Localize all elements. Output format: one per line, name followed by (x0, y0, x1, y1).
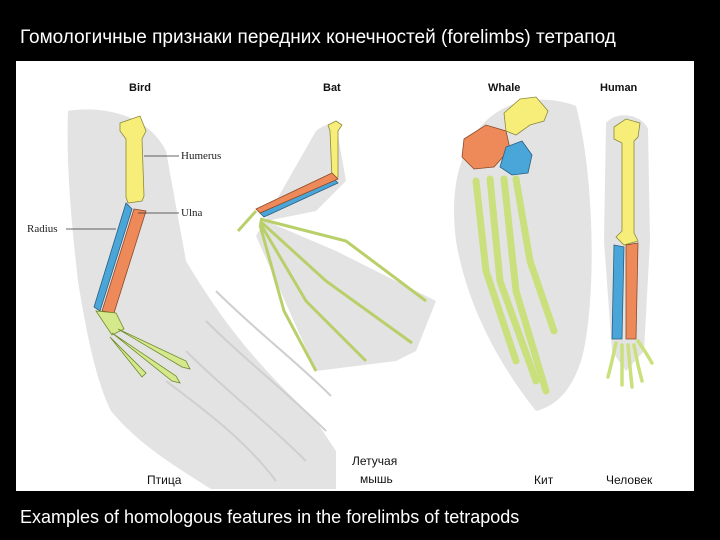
slide-caption: Examples of homologous features in the f… (20, 507, 519, 528)
bat-wing-membrane (256, 125, 436, 371)
whale-forelimb (454, 97, 592, 411)
human-radius (612, 245, 624, 339)
label-whale: Whale (488, 82, 520, 94)
human-forelimb (604, 115, 652, 387)
human-ulna (626, 243, 638, 339)
human-hand-bones (608, 341, 652, 387)
label-whale-ru: Кит (534, 473, 554, 487)
label-bat: Bat (323, 82, 341, 94)
label-human-ru: Человек (606, 473, 653, 487)
label-human: Human (600, 82, 638, 94)
label-bat-ru-line2: мышь (360, 472, 393, 486)
slide-title: Гомологичные признаки передних конечност… (20, 27, 616, 49)
label-radius: Radius (27, 223, 58, 235)
label-ulna: Ulna (181, 207, 203, 219)
bat-forelimb (238, 121, 436, 371)
label-humerus: Humerus (181, 150, 221, 162)
homology-figure: Bird Bat Whale Human Humerus Ulna Radius… (16, 61, 694, 491)
label-bird-ru: Птица (147, 473, 182, 487)
label-bird: Bird (129, 82, 151, 94)
label-bat-ru-line1: Летучая (352, 454, 397, 468)
forelimbs-illustration: Bird Bat Whale Human Humerus Ulna Radius… (16, 61, 694, 491)
